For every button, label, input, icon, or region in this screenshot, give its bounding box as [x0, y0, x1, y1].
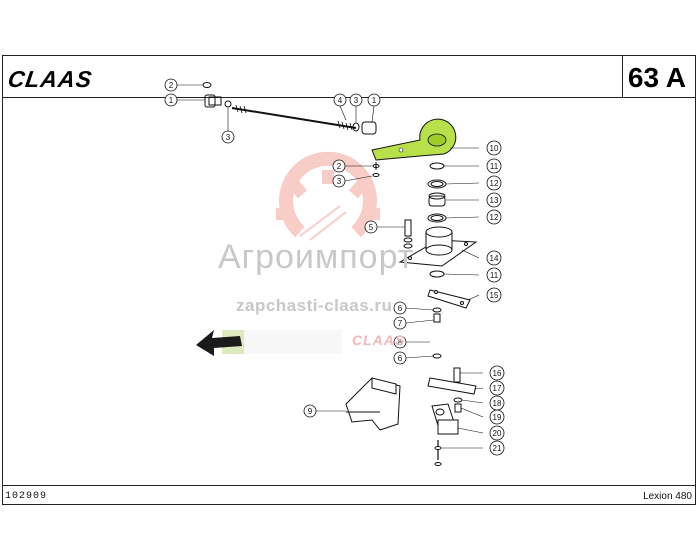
callout-2: 2	[164, 78, 178, 92]
svg-text:19: 19	[493, 413, 502, 422]
svg-text:2: 2	[169, 81, 174, 90]
svg-text:9: 9	[308, 407, 313, 416]
callout-4: 4	[333, 93, 347, 107]
callout-3: 3	[332, 174, 346, 188]
header-divider	[2, 97, 696, 98]
svg-text:4: 4	[338, 96, 343, 105]
svg-text:3: 3	[226, 133, 231, 142]
svg-text:8: 8	[398, 338, 403, 347]
header-vertical-divider	[622, 55, 623, 97]
svg-text:2: 2	[337, 162, 342, 171]
callout-12: 12	[486, 209, 502, 225]
callout-8: 8	[393, 335, 407, 349]
footer-divider	[2, 485, 696, 486]
callout-7: 7	[393, 316, 407, 330]
callout-3: 3	[221, 130, 235, 144]
callout-2: 2	[332, 159, 346, 173]
svg-text:14: 14	[490, 254, 499, 263]
callout-6: 6	[393, 301, 407, 315]
linkage-arm	[427, 270, 471, 359]
highlighted-lever-part	[371, 118, 457, 170]
callout-3: 3	[349, 93, 363, 107]
svg-text:6: 6	[398, 354, 403, 363]
clamp-block	[431, 403, 459, 466]
callout-5: 5	[364, 220, 378, 234]
callout-19: 19	[489, 409, 505, 425]
callout-9: 9	[303, 404, 317, 418]
svg-text:20: 20	[493, 429, 502, 438]
svg-text:11: 11	[490, 271, 499, 280]
ball-joint-right	[352, 121, 377, 135]
svg-text:10: 10	[490, 144, 499, 153]
callout-14: 14	[486, 250, 502, 266]
callout-15: 15	[486, 287, 502, 303]
bolt-and-nuts	[372, 164, 413, 249]
leader-lines	[177, 84, 484, 449]
control-rod	[231, 104, 357, 131]
mounting-bracket	[345, 377, 401, 431]
callout-17: 17	[489, 380, 505, 396]
watermark-logo: CLAAS	[352, 332, 406, 348]
document-number: 102909	[5, 491, 48, 502]
svg-text:15: 15	[490, 291, 499, 300]
watermark-company-name: Агроимпорт	[218, 238, 415, 276]
ball-joint-left	[202, 82, 232, 108]
callout-1: 1	[164, 93, 178, 107]
lower-lever	[427, 367, 477, 413]
svg-text:13: 13	[490, 196, 499, 205]
svg-text:12: 12	[490, 213, 499, 222]
svg-text:16: 16	[493, 369, 502, 378]
svg-text:3: 3	[354, 96, 359, 105]
callout-12: 12	[486, 175, 502, 191]
svg-text:6: 6	[398, 304, 403, 313]
svg-text:7: 7	[398, 319, 403, 328]
callout-1: 1	[367, 93, 381, 107]
svg-text:12: 12	[490, 179, 499, 188]
callout-11: 11	[486, 267, 502, 283]
svg-text:1: 1	[372, 96, 377, 105]
svg-text:17: 17	[493, 384, 502, 393]
callout-11: 11	[486, 158, 502, 174]
watermark-gear-icon	[276, 151, 380, 241]
callout-18: 18	[489, 395, 505, 411]
callout-13: 13	[486, 192, 502, 208]
callout-10: 10	[486, 140, 502, 156]
callout-circles: 2 1 3 4 3 1 10 2 3 11 12 13 12 5 14 11 1…	[164, 78, 505, 456]
svg-text:5: 5	[369, 223, 374, 232]
svg-text:1: 1	[169, 96, 174, 105]
model-name: Lexion 480	[643, 491, 692, 502]
callout-16: 16	[489, 365, 505, 381]
page-code: 63 A	[627, 62, 686, 93]
svg-text:21: 21	[493, 444, 502, 453]
direction-arrow-icon	[196, 330, 342, 356]
svg-text:3: 3	[337, 177, 342, 186]
svg-text:11: 11	[490, 162, 499, 171]
svg-text:18: 18	[493, 399, 502, 408]
callout-6: 6	[393, 351, 407, 365]
watermark-website: zapchasti-claas.ru	[236, 296, 393, 315]
bearing-housing-plate	[398, 226, 478, 267]
drawing-frame	[2, 55, 696, 505]
callout-20: 20	[489, 425, 505, 441]
callout-21: 21	[489, 440, 505, 456]
washer-stack	[427, 162, 447, 223]
